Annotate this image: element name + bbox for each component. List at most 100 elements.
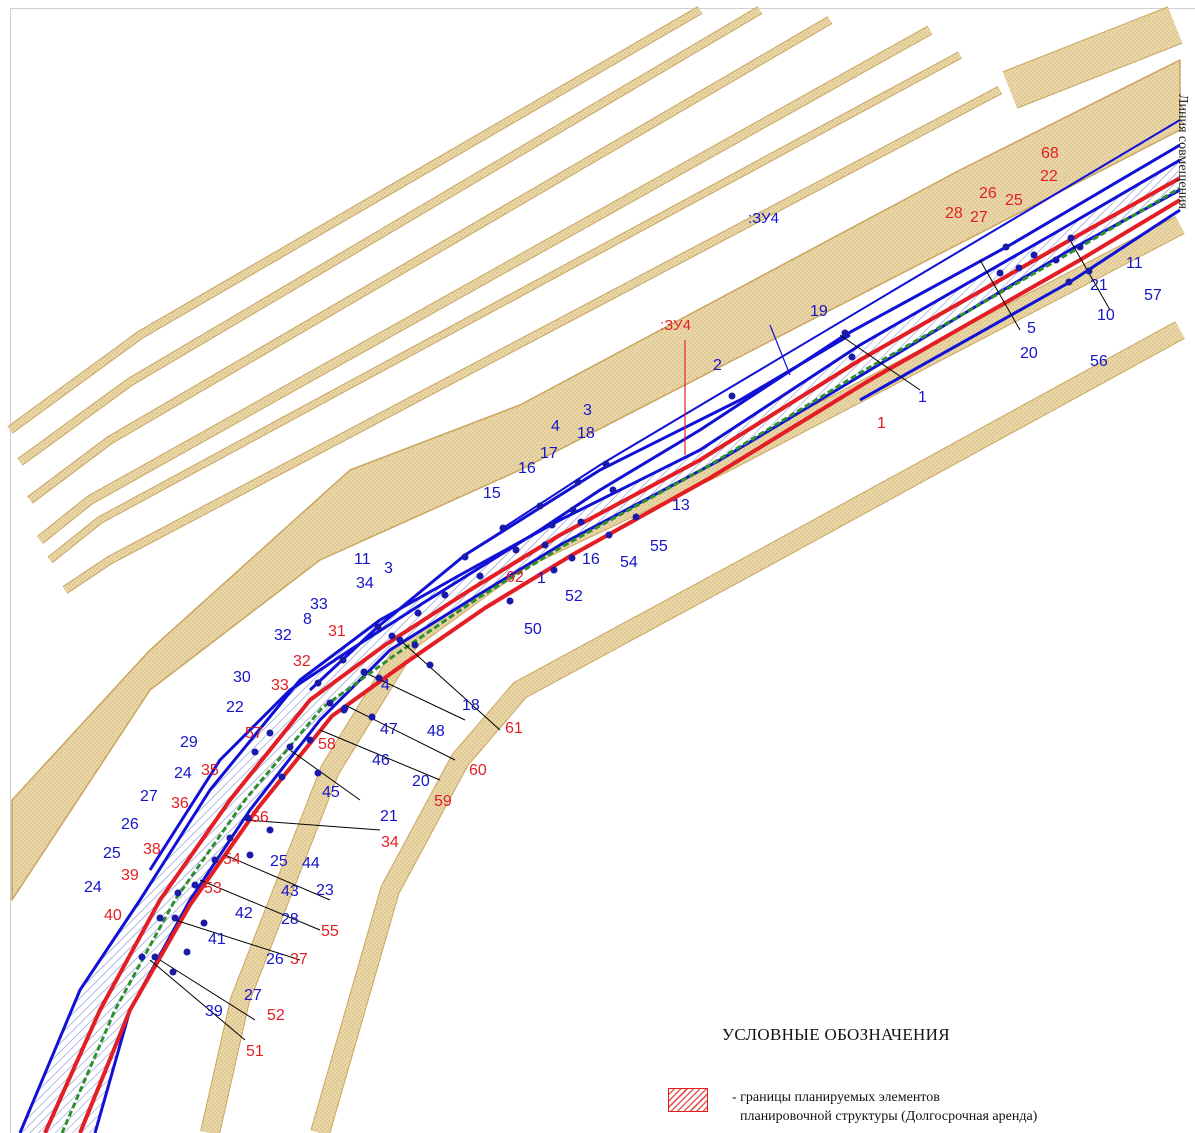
point-label-blue: 42	[235, 905, 253, 922]
point-label-blue: 20	[412, 773, 430, 790]
point-label-blue: 52	[565, 588, 583, 605]
point-label-red: 26	[979, 185, 997, 202]
point-label-blue: 41	[208, 931, 226, 948]
point-label-blue: 18	[462, 697, 480, 714]
point-label-blue: 1	[537, 570, 546, 587]
legend-item-line1: - границы планируемых элементов	[732, 1090, 940, 1105]
point-label-blue: 3	[583, 402, 592, 419]
point-label-blue: 54	[620, 554, 638, 571]
match-line-label: Линия совмещения	[1172, 94, 1192, 284]
point-label-blue: 8	[303, 611, 312, 628]
point-label-blue: 43	[281, 883, 299, 900]
point-label-red: 31	[328, 623, 346, 640]
legend-title: УСЛОВНЫЕ ОБОЗНАЧЕНИЯ	[722, 1025, 950, 1044]
point-label-red: 51	[246, 1043, 264, 1060]
point-label-blue: 32	[274, 627, 292, 644]
point-label-red: 62	[506, 569, 524, 586]
legend-item-line2: планировочной структуры (Долгосрочная ар…	[740, 1109, 1038, 1124]
match-line-text: Линия совмещения	[1175, 94, 1190, 209]
point-label-red: 32	[293, 653, 311, 670]
point-label-blue: 25	[270, 853, 288, 870]
parcel-label-red: :ЗУ4	[660, 317, 691, 334]
legend-item: - границы планируемых элементов планиров…	[668, 1088, 1037, 1126]
point-label-red: 68	[1041, 145, 1059, 162]
point-label-blue: 45	[322, 784, 340, 801]
point-label-red: 53	[204, 880, 222, 897]
point-label-red: 35	[201, 762, 219, 779]
point-label-blue: 3	[384, 560, 393, 577]
point-label-red: 33	[271, 677, 289, 694]
point-label-red: 34	[381, 834, 399, 851]
point-label-blue: 56	[1090, 353, 1108, 370]
point-label-blue: 44	[302, 855, 320, 872]
blue-point-labels: 11 57 21 10 56 19 1 2 3 4 18 17 16 15 13…	[84, 255, 1162, 1020]
point-label-blue: 27	[140, 788, 158, 805]
point-label-red: 37	[290, 951, 308, 968]
point-label-blue: 23	[316, 882, 334, 899]
point-label-red: 39	[121, 867, 139, 884]
point-label-red: 28	[945, 205, 963, 222]
point-label-blue: 11	[354, 551, 371, 568]
point-label-blue: 30	[233, 669, 251, 686]
point-label-red: 52	[267, 1007, 285, 1024]
point-label-blue: 47	[380, 721, 398, 738]
vertex-points	[138, 234, 1093, 976]
point-label-red: 59	[434, 793, 452, 810]
point-label-blue: 21	[380, 808, 398, 825]
point-label-blue: 16	[582, 551, 600, 568]
point-label-blue: 10	[1097, 307, 1115, 324]
point-label-blue: 1	[918, 389, 927, 406]
point-label-blue: 18	[577, 425, 595, 442]
point-label-blue: 22	[226, 699, 244, 716]
point-label-red: 58	[318, 736, 336, 753]
point-label-red: 22	[1040, 168, 1058, 185]
red-green-centerline	[43, 176, 1182, 1133]
point-label-blue: 24	[174, 765, 192, 782]
point-label-blue: 34	[356, 575, 374, 592]
point-label-red: 54	[223, 851, 241, 868]
point-label-blue: 27	[244, 987, 262, 1004]
point-label-red: 1	[877, 415, 886, 432]
point-label-blue: 24	[84, 879, 102, 896]
point-label-blue: 57	[1144, 287, 1162, 304]
parcel-label-blue: :ЗУ4	[748, 210, 779, 227]
parcel-leaders	[684, 324, 791, 455]
point-label-blue: 20	[1020, 345, 1038, 362]
point-label-red: 38	[143, 841, 161, 858]
point-label-blue: 4	[381, 677, 390, 694]
point-label-blue: 17	[540, 445, 558, 462]
point-label-blue: 21	[1090, 277, 1108, 294]
red-hatch-swatch-icon	[668, 1088, 708, 1112]
point-label-blue: 39	[205, 1003, 223, 1020]
road-embankments	[7, 6, 1185, 1133]
point-label-blue: 48	[427, 723, 445, 740]
point-label-red: 55	[321, 923, 339, 940]
point-label-blue: 5	[1027, 320, 1036, 337]
point-label-red: 40	[104, 907, 122, 924]
point-label-red: 60	[469, 762, 487, 779]
point-label-red: 61	[505, 720, 523, 737]
point-label-blue: 15	[483, 485, 501, 502]
point-label-red: 36	[171, 795, 189, 812]
point-label-red: 57	[245, 725, 263, 742]
legend-item-text: - границы планируемых элементов планиров…	[732, 1088, 1037, 1126]
point-label-red: 25	[1005, 192, 1023, 209]
point-label-blue: 2	[713, 357, 722, 374]
point-label-blue: 55	[650, 538, 668, 555]
point-label-red: 27	[970, 209, 988, 226]
red-point-labels: 68 22 26 25 28 27 1 62 61 60 59 31 32 33…	[104, 145, 1059, 1060]
point-label-red: 56	[251, 809, 269, 826]
point-label-blue: 50	[524, 621, 542, 638]
point-label-blue: 4	[551, 418, 560, 435]
point-label-blue: 26	[121, 816, 139, 833]
point-label-blue: 13	[672, 497, 690, 514]
point-label-blue: 19	[810, 303, 828, 320]
point-label-blue: 16	[518, 460, 536, 477]
point-label-blue: 28	[281, 911, 299, 928]
point-label-blue: 46	[372, 752, 390, 769]
point-label-blue: 33	[310, 596, 328, 613]
point-label-blue: 26	[266, 951, 284, 968]
point-label-blue: 11	[1126, 255, 1143, 272]
point-label-blue: 25	[103, 845, 121, 862]
